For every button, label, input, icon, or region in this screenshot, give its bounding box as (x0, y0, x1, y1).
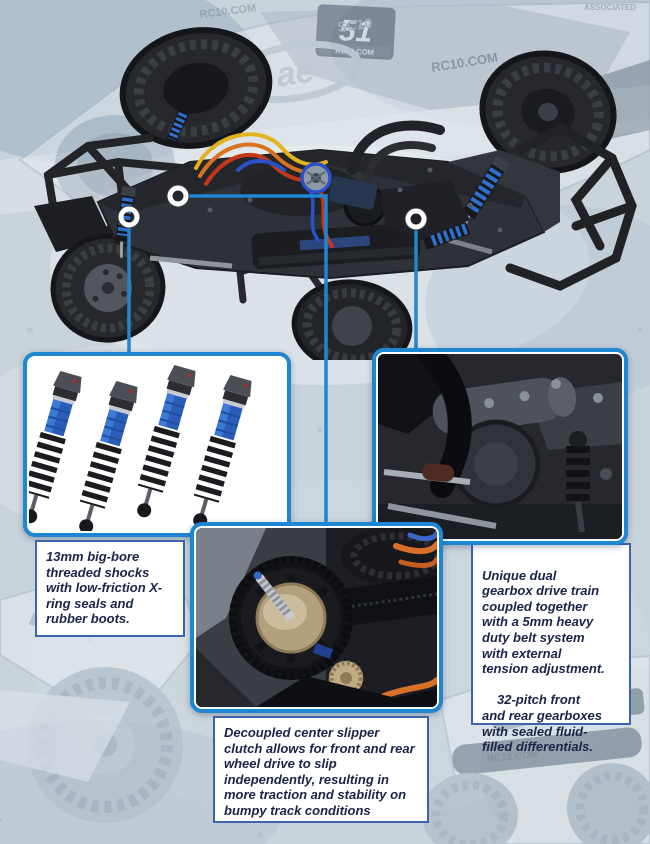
spur-gear-slipper (229, 556, 353, 680)
gearbox-photo (378, 354, 622, 539)
chassis-arm-dark (256, 676, 437, 707)
slipper-clutch-photo (196, 528, 437, 707)
ae-logo-text: ae (274, 51, 317, 94)
drive-belt (336, 576, 437, 626)
inset-slipper-photo (190, 522, 443, 713)
inset-shocks-photo (23, 352, 291, 537)
rear-shock-boot (566, 431, 590, 533)
bg-sc10-text: SC10 (336, 15, 373, 35)
plate-number-text: 51 (338, 14, 373, 49)
shock-right-lower (422, 221, 471, 250)
callout-text-shocks: 13mm big-bore threaded shocks with low-f… (35, 540, 185, 637)
slipper-shaft (253, 571, 295, 621)
rear-cage (505, 123, 637, 291)
esc-unit (328, 176, 378, 210)
gearbox-text-p2: 32-pitch front and rear gearboxes with s… (482, 692, 602, 755)
shocks-photo (29, 358, 285, 531)
roll-hoop-inner (364, 141, 436, 182)
drive-coupling (422, 463, 455, 482)
side-deck (448, 150, 560, 232)
inset-gearbox-photo (372, 348, 628, 545)
callout-text-gearbox: Unique dual gearbox drive train coupled … (471, 543, 631, 754)
gearbox-text-p1: Unique dual gearbox drive train coupled … (482, 567, 605, 677)
bg-associated-text: ASSOCIATED (584, 3, 636, 12)
esc-fan (300, 162, 332, 194)
shock-rear-left (165, 109, 190, 146)
roll-hoop (347, 120, 445, 175)
tire (50, 233, 166, 343)
tire (119, 27, 273, 149)
callout-text-slipper: Decoupled center slipper clutch allows f… (213, 716, 429, 823)
chassis-photo (34, 27, 637, 360)
shock-absorber (29, 364, 252, 531)
driveshaft (447, 237, 493, 255)
driveshaft (387, 503, 497, 529)
inset-wires (381, 530, 437, 699)
bg-url-bottom-right: RC10.COM (486, 750, 538, 765)
